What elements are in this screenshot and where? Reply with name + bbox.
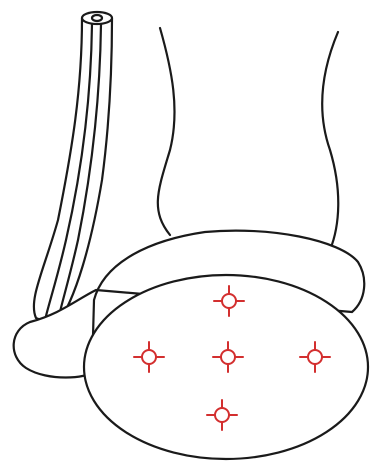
target-ring [142, 350, 156, 364]
left-body-contour [158, 28, 175, 235]
target-ring [308, 350, 322, 364]
target-ring [221, 350, 235, 364]
tube-top-lumen [92, 15, 102, 21]
target-ring [215, 408, 229, 422]
right-body-contour [322, 32, 338, 250]
target-ring [222, 294, 236, 308]
